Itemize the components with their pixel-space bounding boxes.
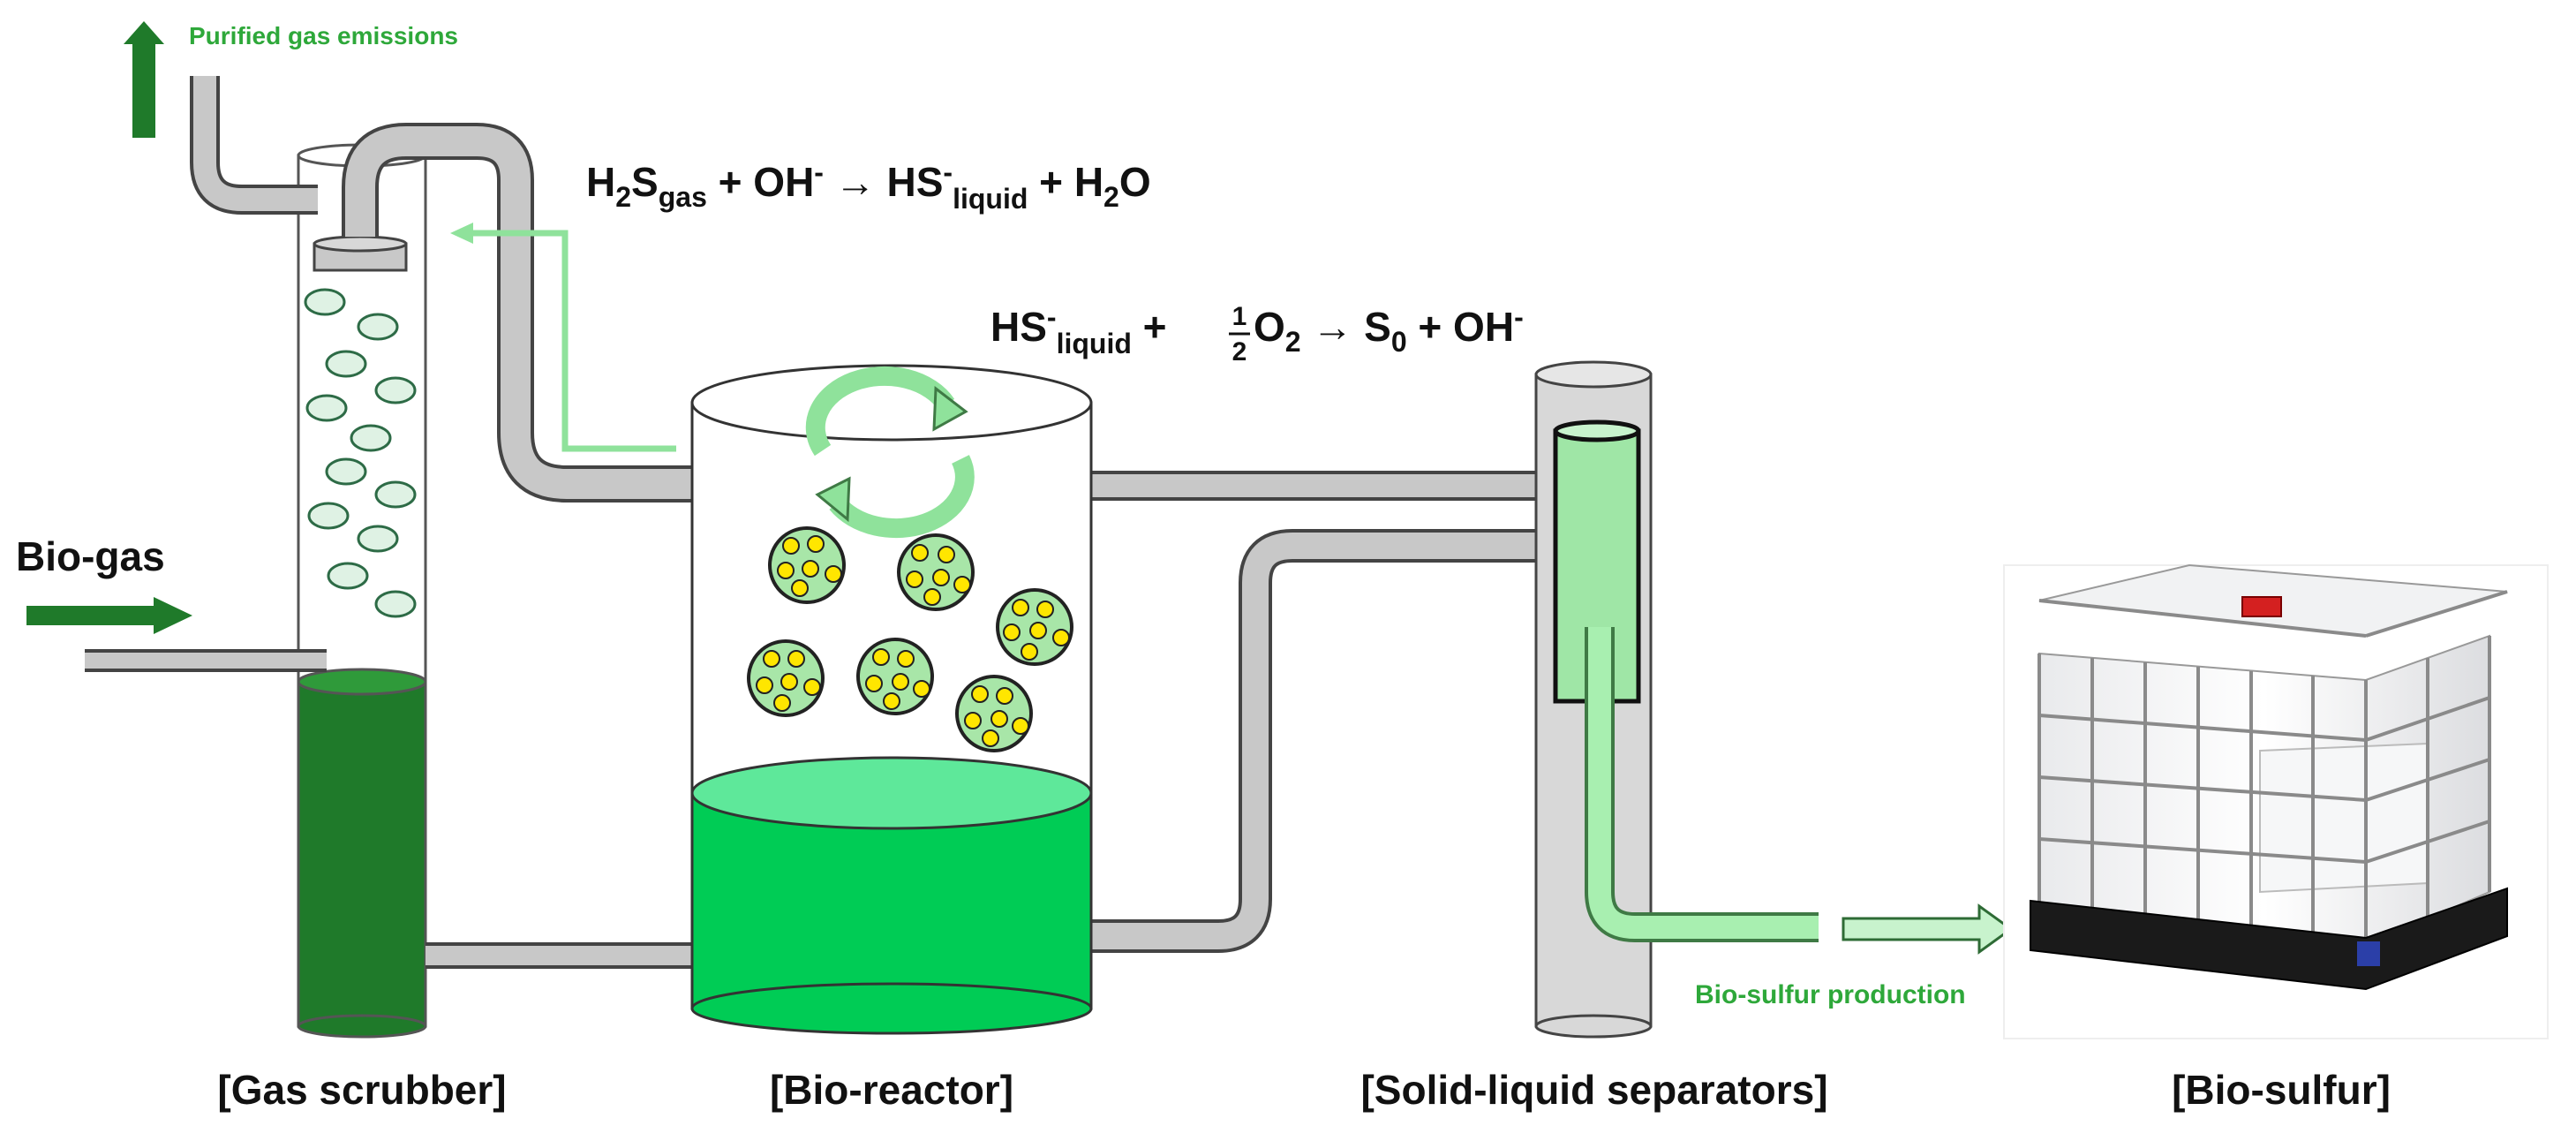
gas-scrubber [297,143,427,1039]
microbe-cell-icon [747,526,1073,752]
purified-gas-label: Purified gas emissions [189,22,458,49]
eq2-minus2-sup: - [1514,301,1524,333]
biosulfur-production-label: Bio-sulfur production [1695,980,1966,1009]
eq2-s0-sub: 0 [1391,326,1407,358]
ibc-tote-tank-icon [2003,563,2549,1039]
caption-bio-sulfur: [Bio-sulfur] [2172,1067,2391,1113]
equation-oxidation: HS-liquid + [990,301,1167,359]
eq2-plus: + [1132,304,1167,350]
equation-absorption: H2Sgas + OH- → HS-liquid + H2O [586,156,1151,215]
eq2-hs: HS [990,304,1047,350]
recycle-flow-arrow-icon [450,223,676,452]
eq1-arrow-hs: → HS [824,159,943,205]
biogas-label: Bio-gas [16,533,165,579]
eq2-frac-num: 1 [1232,302,1247,331]
eq1-gas-sub: gas [659,181,707,213]
biogas-arrow-icon [26,597,192,634]
caption-gas-scrubber: [Gas scrubber] [217,1067,506,1113]
eq1-plus-oh: + OH [707,159,814,205]
caption-solid-liquid-separators: [Solid-liquid separators] [1360,1067,1827,1113]
equation-oxidation-rhs: O2 → S0 + OH- [1254,301,1524,358]
eq2-frac-den: 2 [1232,337,1247,366]
eq2-o: O [1254,304,1285,350]
eq2-arrow-s: → S [1301,304,1391,350]
solid-liquid-separator [1534,360,1819,1039]
eq1-h: H [586,159,615,205]
eq2-o2-sub: 2 [1285,326,1301,358]
packing-media-icon [304,288,417,618]
eq1-minus1-sup: - [814,156,824,188]
eq1-h2-sub: 2 [615,181,631,213]
purified-gas-arrow-icon [124,21,164,138]
eq1-liquid-sub: liquid [953,183,1028,215]
eq2-minus1-sup: - [1047,301,1057,333]
eq1-water-sub: 2 [1103,181,1119,213]
eq1-s: S [631,159,659,205]
pipes [85,76,1536,969]
eq1-plus-water: + H [1028,159,1103,205]
circular-arrows-icon [805,366,975,539]
caption-bio-reactor: [Bio-reactor] [770,1067,1013,1113]
eq1-water-o: O [1119,159,1151,205]
eq2-fraction: 1 2 [1229,302,1250,366]
eq2-liquid-sub: liquid [1057,328,1132,359]
eq1-minus2-sup: - [943,156,953,188]
eq2-plus-oh: + OH [1407,304,1514,350]
output-arrow-icon [1842,903,2014,955]
